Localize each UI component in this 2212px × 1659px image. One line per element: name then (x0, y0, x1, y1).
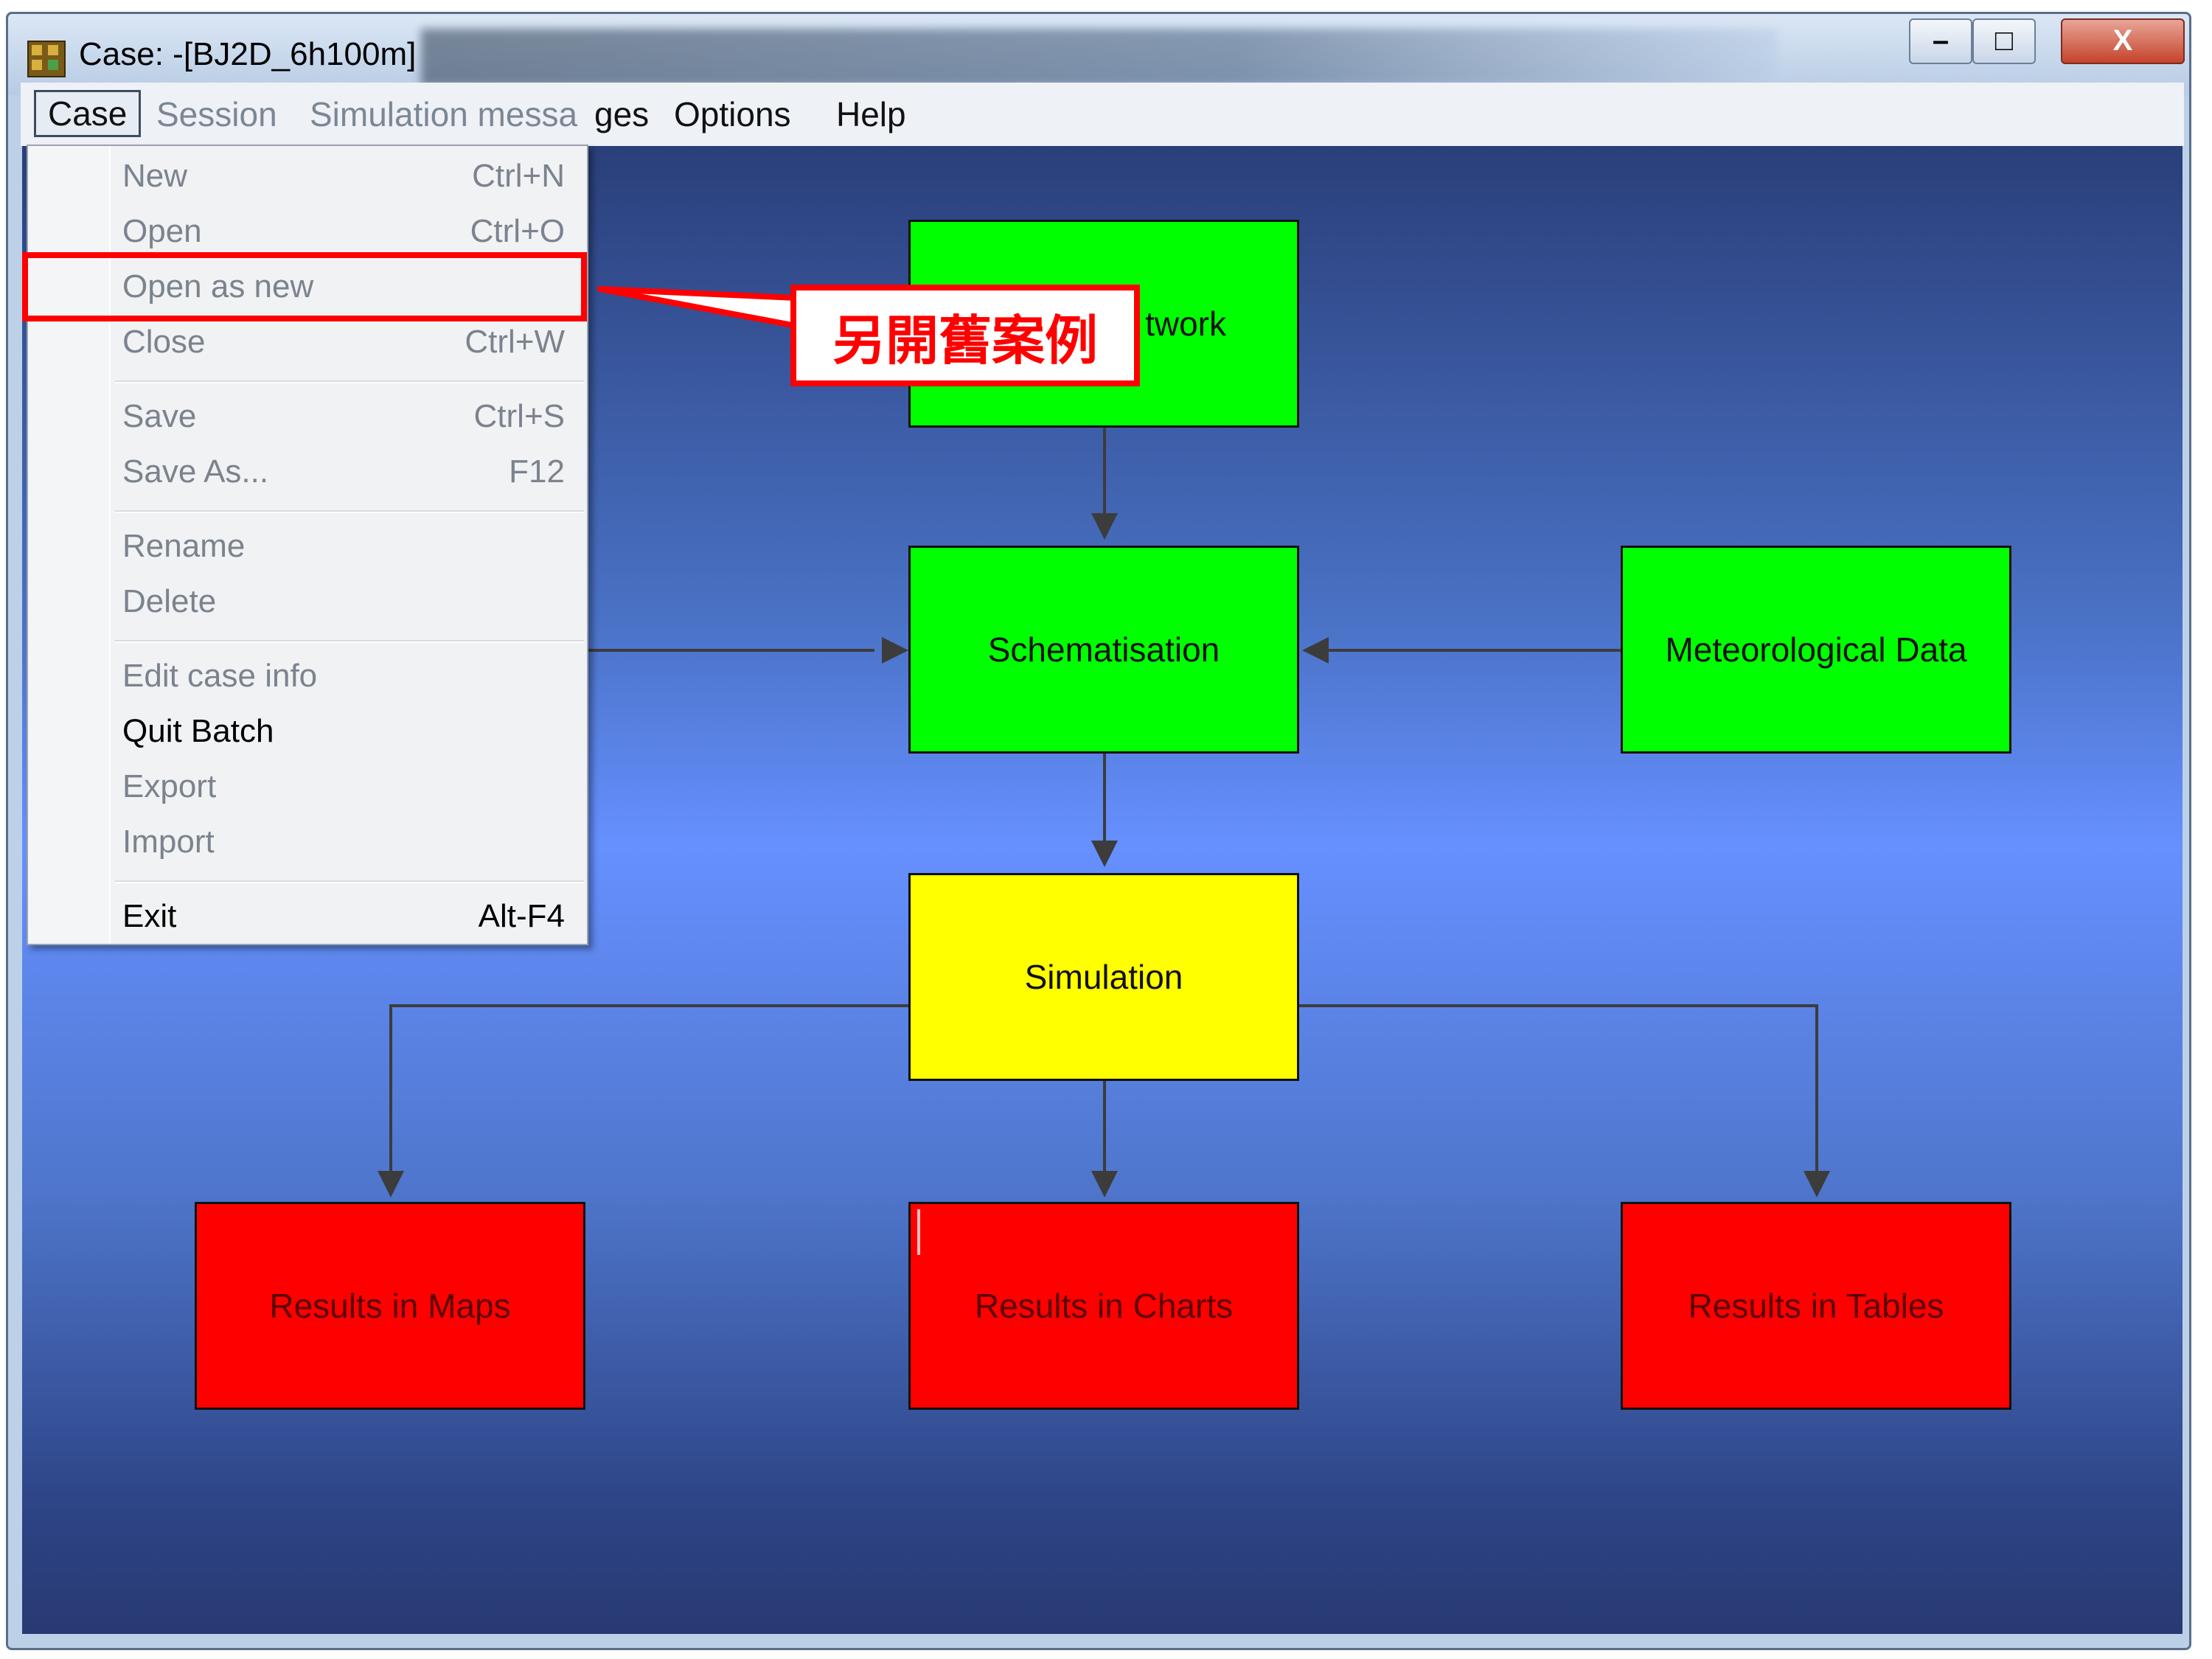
menu-item-import[interactable]: Import (122, 819, 565, 863)
menu-item-open[interactable]: Open Ctrl+O (122, 209, 565, 253)
menu-case[interactable]: Case (34, 90, 142, 137)
menu-item-label: Quit Batch (122, 713, 274, 749)
menu-item-edit-case-info[interactable]: Edit case info (122, 653, 565, 698)
callout-pointer-shape (597, 286, 799, 329)
menu-item-label: Delete (122, 583, 217, 619)
menu-item-label: Export (122, 768, 217, 804)
edge-schematisation-simulation (1103, 754, 1106, 842)
close-icon: X (2112, 24, 2133, 57)
menu-separator (115, 380, 584, 383)
menu-item-export[interactable]: Export (122, 764, 565, 808)
edge-network-schematisation (1103, 426, 1106, 515)
node-results-in-charts[interactable]: Results in Charts (908, 1202, 1299, 1410)
maximize-icon: □ (1994, 24, 2014, 57)
menu-separator (115, 640, 584, 643)
node-results-in-charts-label: Results in Charts (974, 1287, 1234, 1325)
close-button[interactable]: X (2061, 18, 2185, 64)
maximize-button[interactable]: □ (1972, 18, 2036, 64)
menu-item-rename[interactable]: Rename (122, 524, 565, 568)
menu-item-label: Import (122, 824, 215, 860)
menu-item-delete[interactable]: Delete (122, 579, 565, 623)
text-caret (917, 1209, 920, 1255)
edge-simulation-maps-horizontal (389, 1004, 910, 1007)
menu-bar: Case Session Simulation messa ges Option… (21, 83, 2184, 147)
edge-simulation-charts (1103, 1081, 1106, 1171)
menu-icon-gutter (28, 146, 111, 944)
menu-options[interactable]: Options (674, 95, 791, 133)
node-schematisation-label: Schematisation (987, 630, 1220, 669)
app-icon[interactable] (27, 41, 66, 77)
node-results-in-maps[interactable]: Results in Maps (195, 1202, 585, 1410)
node-simulation-label: Simulation (1024, 958, 1183, 996)
menu-separator (115, 510, 584, 513)
menu-item-exit[interactable]: Exit Alt-F4 (122, 894, 565, 938)
menu-item-close[interactable]: Close Ctrl+W (122, 319, 565, 364)
menu-item-label: Open as new (122, 268, 314, 305)
window-title: Case: -[BJ2D_6h100m] (79, 36, 417, 72)
highlight-open-as-new (22, 252, 587, 321)
menu-item-quit-batch[interactable]: Quit Batch (122, 709, 565, 753)
menu-item-open-as-new[interactable]: Open as new (122, 264, 565, 308)
arrow-down-icon (1091, 841, 1118, 867)
node-simulation[interactable]: Simulation (908, 873, 1299, 1081)
annotation-callout: 另開舊案例 (790, 285, 1140, 386)
menu-item-label: Save (122, 398, 197, 434)
arrow-left-icon (1302, 637, 1329, 664)
menu-item-shortcut: F12 (509, 453, 565, 490)
menu-separator (115, 880, 584, 883)
minimize-button[interactable]: – (1909, 18, 1972, 64)
node-results-in-tables-label: Results in Tables (1688, 1287, 1944, 1325)
edge-simulation-tables-vertical (1815, 1004, 1818, 1171)
menu-item-save-as[interactable]: Save As... F12 (122, 449, 565, 493)
menu-item-shortcut: Ctrl+N (472, 158, 565, 194)
edge-simulation-maps-vertical (389, 1004, 392, 1171)
menu-item-shortcut: Ctrl+O (470, 213, 565, 249)
menu-item-label: Close (122, 324, 206, 360)
arrow-right-icon (882, 637, 908, 664)
menu-item-label: Save As... (122, 453, 269, 490)
minimize-icon: – (1932, 24, 1950, 57)
menu-item-label: New (122, 158, 188, 194)
arrow-down-icon (1091, 513, 1118, 540)
node-meteorological-data-label: Meteorological Data (1665, 630, 1967, 669)
arrow-down-icon (1804, 1171, 1830, 1197)
menu-item-shortcut: Alt-F4 (478, 898, 565, 934)
menu-simulation-messages[interactable]: Simulation messa (310, 95, 578, 133)
menu-item-shortcut: Ctrl+W (465, 324, 565, 360)
node-results-in-tables[interactable]: Results in Tables (1621, 1202, 2011, 1410)
title-bar[interactable]: Case: -[BJ2D_6h100m] – □ X (8, 14, 2189, 95)
menu-help[interactable]: Help (836, 95, 906, 133)
menu-session[interactable]: Session (156, 95, 277, 133)
edge-left-schematisation (587, 649, 874, 652)
menu-item-label: Exit (122, 898, 177, 934)
node-schematisation[interactable]: Schematisation (908, 546, 1299, 754)
title-bar-blur (421, 29, 1778, 86)
arrow-down-icon (1091, 1171, 1118, 1197)
node-results-in-maps-label: Results in Maps (269, 1287, 511, 1325)
menu-item-label: Rename (122, 528, 246, 564)
node-network-label: twork (1145, 305, 1226, 343)
menu-item-shortcut: Ctrl+S (473, 398, 565, 434)
node-meteorological-data[interactable]: Meteorological Data (1621, 546, 2011, 754)
menu-simulation-messages-visible-part[interactable]: ges (594, 95, 650, 133)
menu-item-save[interactable]: Save Ctrl+S (122, 394, 565, 438)
menu-item-new[interactable]: New Ctrl+N (122, 153, 565, 198)
menu-item-label: Edit case info (122, 658, 318, 694)
menu-item-label: Open (122, 213, 202, 249)
edge-simulation-tables-horizontal (1298, 1004, 1818, 1007)
arrow-down-icon (378, 1171, 404, 1197)
case-menu-dropdown: New Ctrl+N Open Ctrl+O Open as new Close… (27, 145, 588, 945)
edge-meteorological-schematisation (1327, 649, 1622, 652)
